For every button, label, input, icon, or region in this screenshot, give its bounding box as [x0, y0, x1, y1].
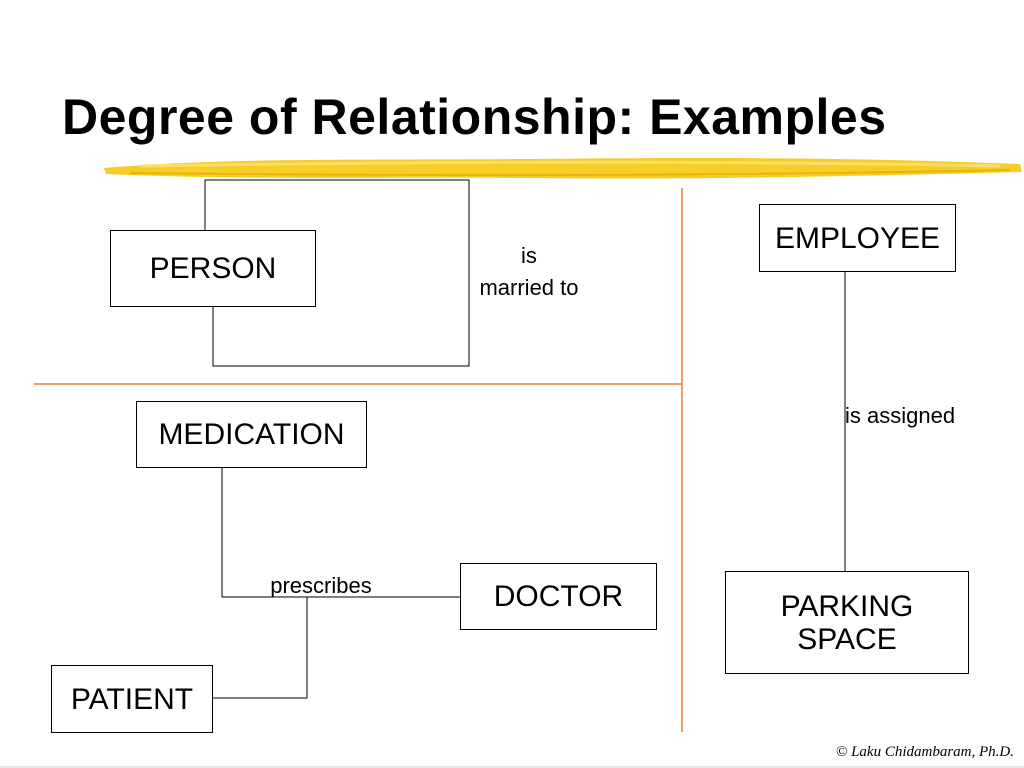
entity-person: PERSON	[110, 230, 316, 307]
slide-title: Degree of Relationship: Examples	[62, 89, 887, 145]
prescribes-connector	[221, 467, 461, 598]
copyright-notice: © Laku Chidambaram, Ph.D.	[835, 744, 1014, 760]
highlight-streak	[139, 160, 1001, 168]
entity-medication: MEDICATION	[136, 401, 367, 468]
highlight-streak	[129, 169, 1011, 176]
slide-bottom-bar	[0, 766, 1024, 768]
relationship-label-prescribes: prescribes	[270, 573, 372, 598]
relationship-label-married: is married to	[479, 243, 579, 300]
entity-doctor: DOCTOR	[460, 563, 657, 630]
prescribes-patient-connector	[212, 597, 308, 699]
entity-employee: EMPLOYEE	[759, 204, 956, 272]
married-to-connector	[204, 179, 470, 367]
relationship-label-assigned: is assigned	[845, 403, 956, 428]
entity-patient: PATIENT	[51, 665, 213, 733]
entity-parking-space: PARKING SPACE	[725, 571, 969, 674]
title-underline-highlight	[104, 158, 1022, 179]
